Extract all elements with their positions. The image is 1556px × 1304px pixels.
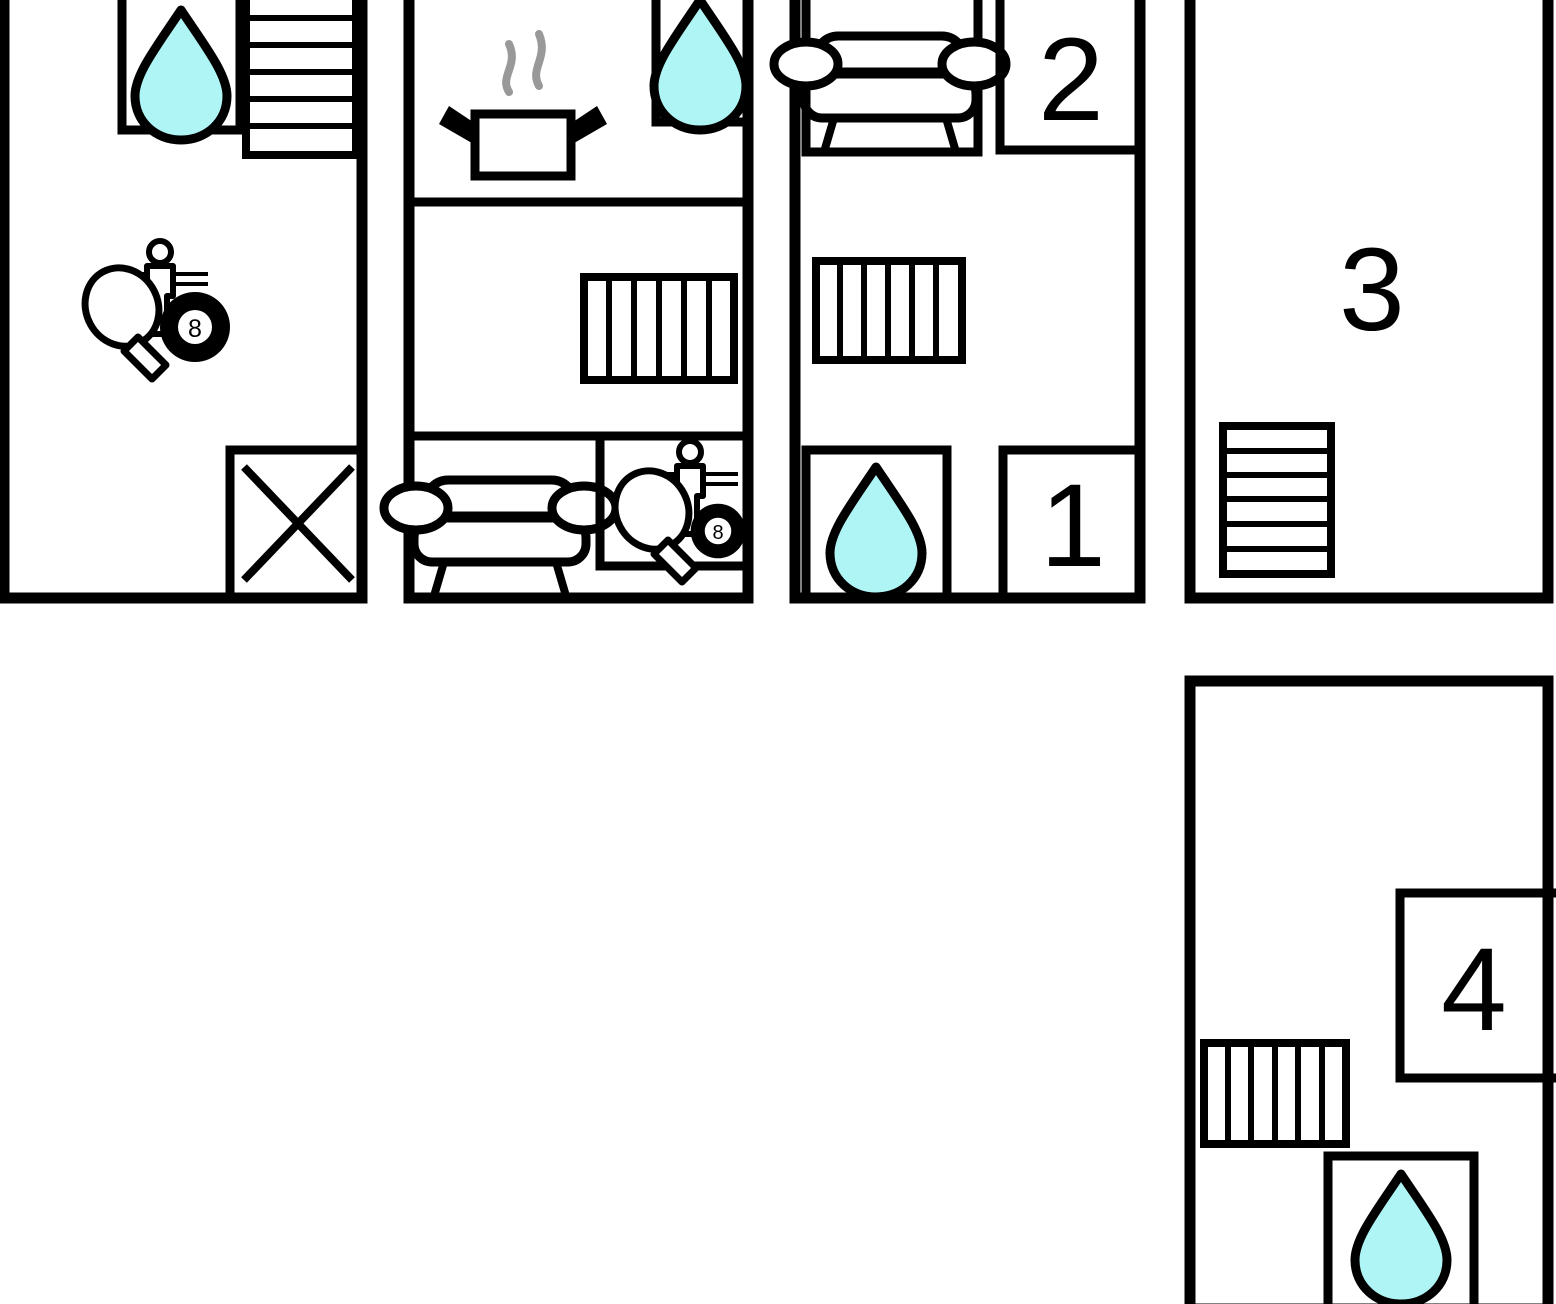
p5-bathroom-room	[1323, 1151, 1479, 1304]
room-label-2: 2	[1038, 14, 1104, 146]
p5-stairwell	[1200, 1039, 1350, 1148]
room-label-3: 3	[1339, 224, 1405, 356]
room-label-4: 4	[1441, 924, 1507, 1056]
floor-plan-panel-2: 8	[384, 0, 754, 604]
p4-stairwell	[1219, 422, 1335, 578]
p3-stairwell	[812, 257, 966, 364]
p2-games-room: 8	[595, 436, 748, 582]
p5-room-4	[1395, 888, 1556, 1083]
stairs-outline	[242, 0, 360, 159]
floor-plan-panel-4	[1184, 0, 1554, 604]
p3-living-room	[774, 0, 1006, 157]
room-label-1: 1	[1040, 460, 1106, 592]
p3-room-1	[998, 445, 1140, 598]
p3-room-2	[995, 0, 1140, 155]
floor-plan-panel-1: 8	[0, 0, 368, 604]
p2-stairwell	[580, 273, 738, 384]
p2-bathroom-room	[654, 0, 746, 130]
p3-bathroom-room	[801, 445, 952, 598]
eight-ball-icon: 8	[690, 503, 746, 559]
p1-unused-room	[225, 445, 362, 598]
eight-ball-label: 8	[712, 522, 723, 544]
p1-bathroom-room	[117, 0, 245, 140]
p1-stairwell	[242, 0, 360, 159]
floor-plan-panel-3	[774, 0, 1146, 604]
panel-5-outer-wall	[1184, 675, 1554, 1304]
eight-ball-label: 8	[188, 315, 202, 343]
cross-line-b	[241, 464, 355, 583]
floor-plan-panel-5	[1184, 675, 1556, 1304]
p1-games-area: 8	[71, 241, 230, 379]
eight-ball-icon: 8	[160, 292, 230, 362]
